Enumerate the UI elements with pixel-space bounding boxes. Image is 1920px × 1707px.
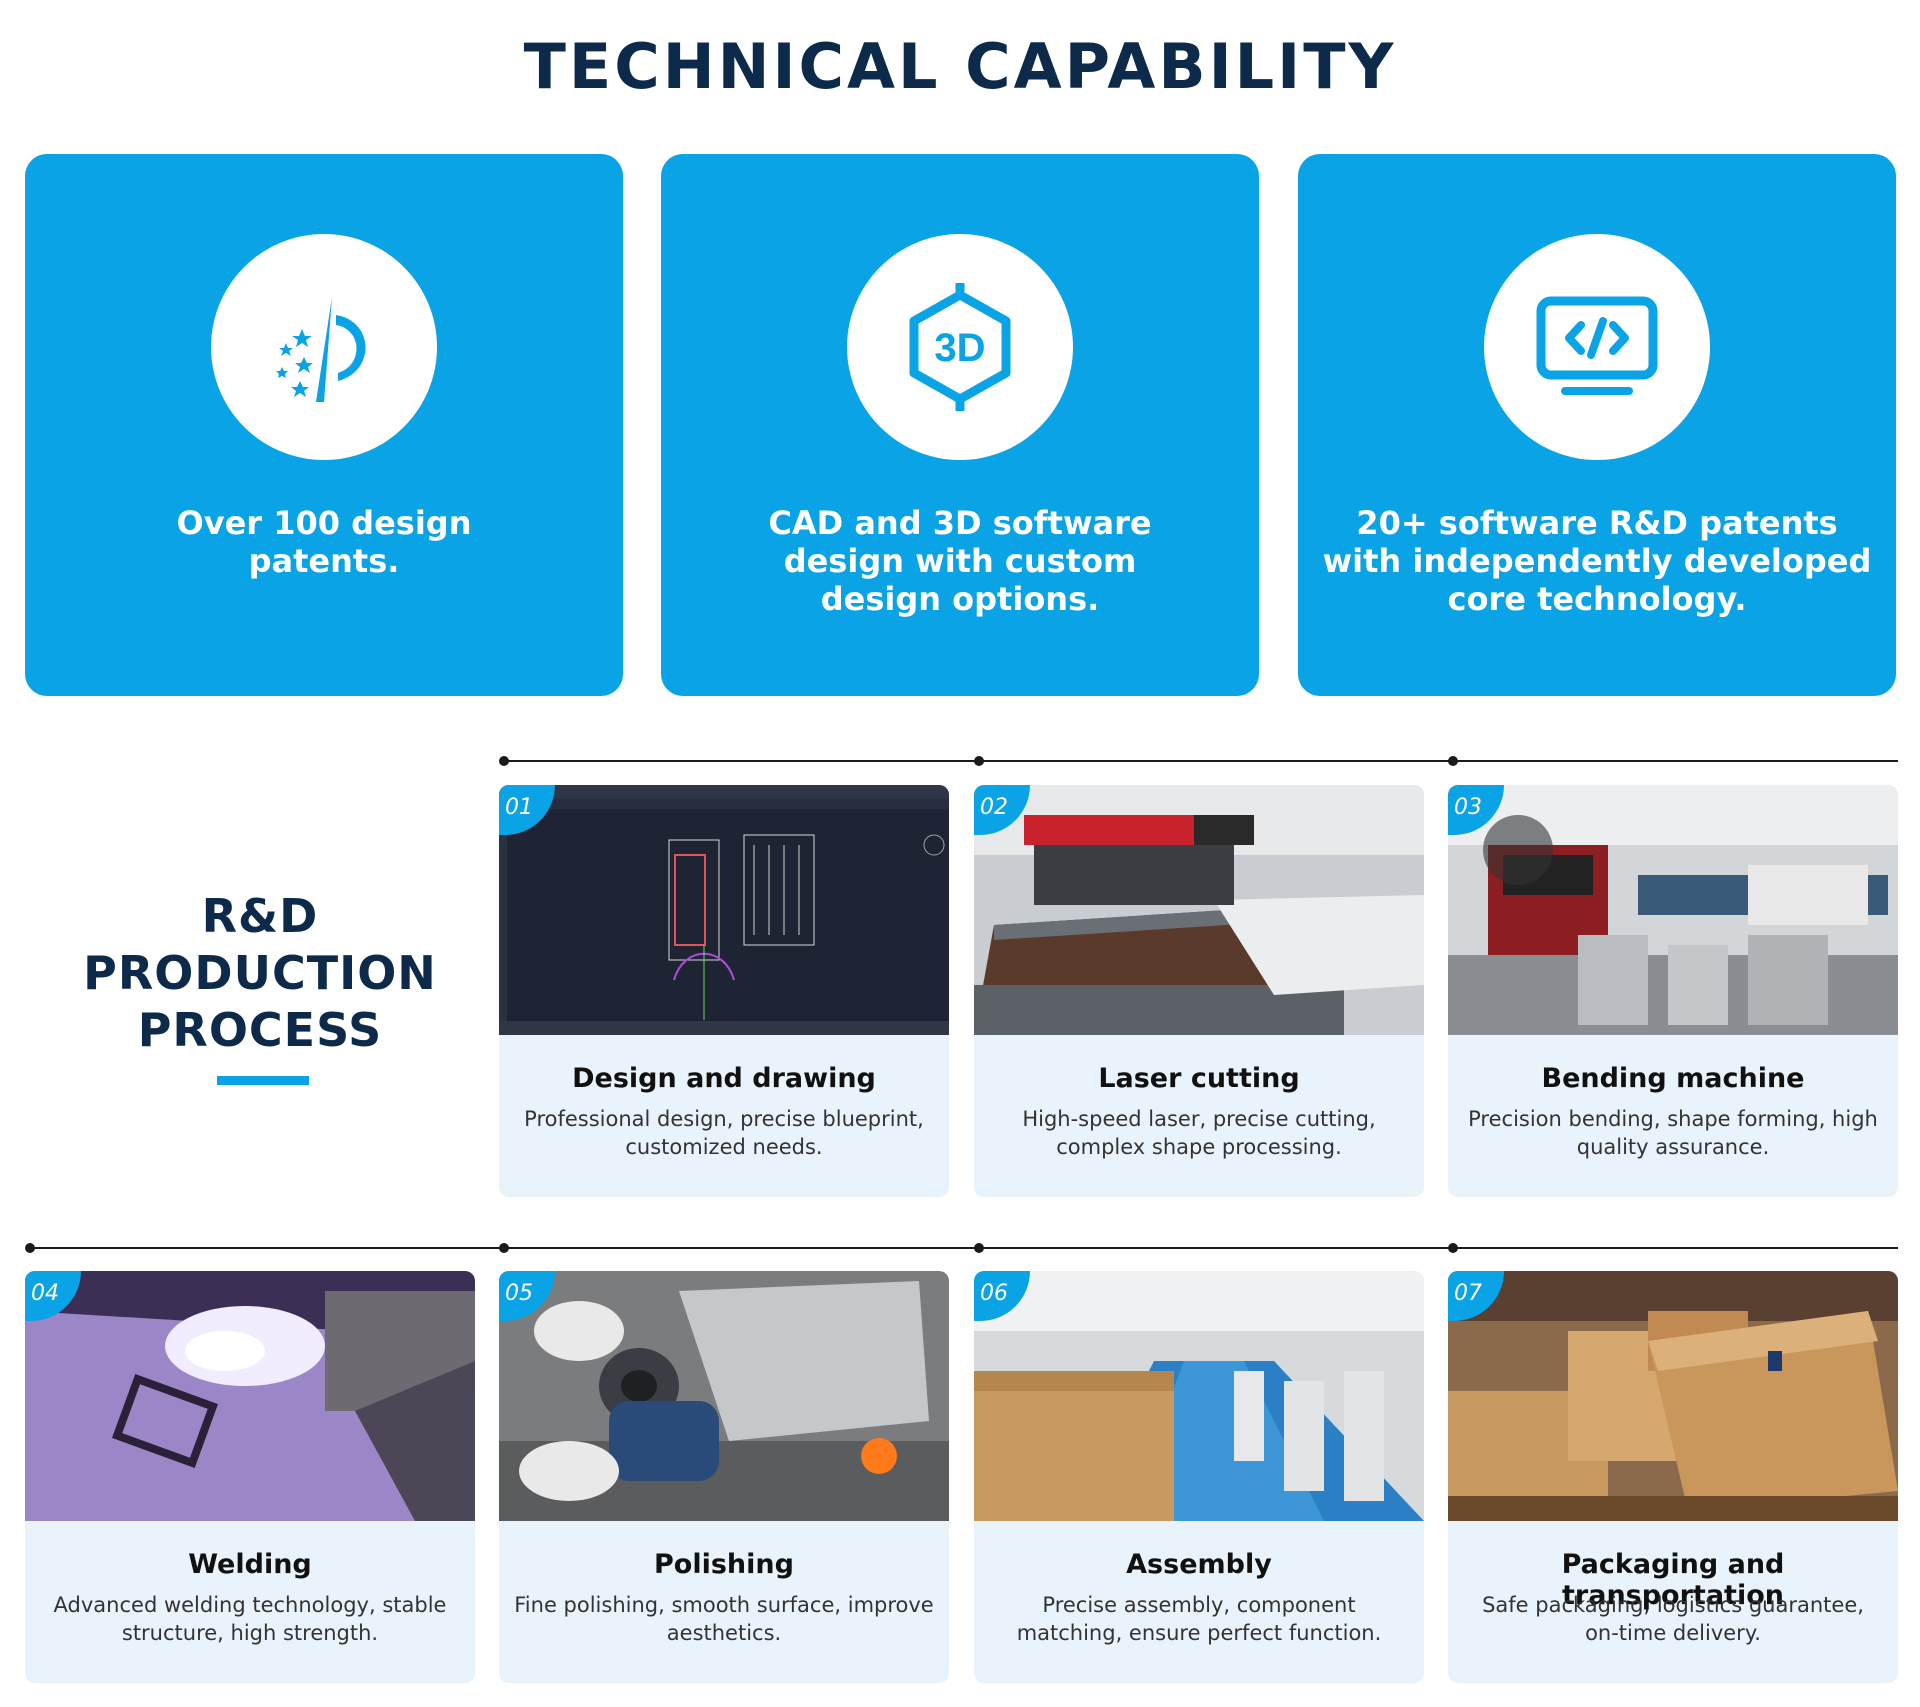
laser-cutting-photo [974, 785, 1424, 1035]
step-title: Design and drawing [572, 1063, 876, 1094]
step-description: Advanced welding technology, stable stru… [53, 1593, 447, 1645]
timeline-dot [974, 1243, 984, 1253]
patent-icon [276, 297, 366, 402]
step-title: Welding [188, 1549, 312, 1580]
timeline-dot [25, 1243, 35, 1253]
step-description: Professional design, precise blueprint, … [524, 1107, 924, 1159]
capability-icon-circle [211, 234, 437, 460]
polishing-photo [499, 1271, 949, 1521]
timeline-dot [499, 1243, 509, 1253]
capability-icon-circle [1484, 234, 1710, 460]
process-step-card: 07 Packaging and transportation Safe pac… [1448, 1271, 1898, 1683]
step-title: Assembly [1126, 1549, 1272, 1580]
design-drawing-photo [499, 785, 949, 1035]
step-number: 05 [499, 1271, 555, 1321]
timeline-dot [1448, 756, 1458, 766]
process-step-card: 02 Laser cutting High-speed laser, preci… [974, 785, 1424, 1197]
capability-text: Over 100 design patents. [176, 504, 472, 580]
process-step-card: 03 Bending machine Precision bending, sh… [1448, 785, 1898, 1197]
process-step-card: 06 Assembly Precise assembly, component … [974, 1271, 1424, 1683]
capability-card-software: 20+ software R&D patents with independen… [1298, 154, 1896, 696]
capability-card-patents: Over 100 design patents. [25, 154, 623, 696]
capability-text: 20+ software R&D patents with independen… [1322, 504, 1872, 618]
process-step-card: 05 Polishing Fine polishing, smooth surf… [499, 1271, 949, 1683]
step-description: Precise assembly, component matching, en… [1016, 1593, 1382, 1645]
timeline-line [30, 1247, 1898, 1249]
step-description: High-speed laser, precise cutting, compl… [1022, 1107, 1376, 1159]
step-description: Safe packaging, logistics guarantee, on-… [1482, 1593, 1864, 1645]
process-step-card: 04 Welding Advanced welding technology, … [25, 1271, 475, 1683]
process-step-card: 01 Design and drawing Professional desig… [499, 785, 949, 1197]
timeline-dot [1448, 1243, 1458, 1253]
svg-text:3D: 3D [934, 326, 985, 370]
bending-machine-photo [1448, 785, 1898, 1035]
heading-underline [217, 1076, 309, 1085]
capability-card-cad: 3D CAD and 3D software design with custo… [661, 154, 1259, 696]
step-title: Packaging and transportation [1561, 1549, 1785, 1611]
process-heading: R&D PRODUCTION PROCESS [83, 889, 437, 1057]
capability-text: CAD and 3D software design with custom d… [768, 504, 1152, 618]
assembly-photo [974, 1271, 1424, 1521]
step-number: 03 [1448, 785, 1504, 835]
step-title: Bending machine [1541, 1063, 1805, 1094]
packaging-photo [1448, 1271, 1898, 1521]
timeline-line [504, 760, 1898, 762]
step-description: Precision bending, shape forming, high q… [1468, 1107, 1878, 1159]
timeline-dot [974, 756, 984, 766]
3d-cube-icon: 3D [909, 283, 1011, 411]
step-description: Fine polishing, smooth surface, improve … [514, 1593, 934, 1645]
step-title: Laser cutting [1098, 1063, 1300, 1094]
timeline-dot [499, 756, 509, 766]
capability-icon-circle: 3D [847, 234, 1073, 460]
page-title: TECHNICAL CAPABILITY [523, 30, 1397, 103]
welding-photo [25, 1271, 475, 1521]
code-monitor-icon [1536, 296, 1658, 395]
step-title: Polishing [654, 1549, 794, 1580]
